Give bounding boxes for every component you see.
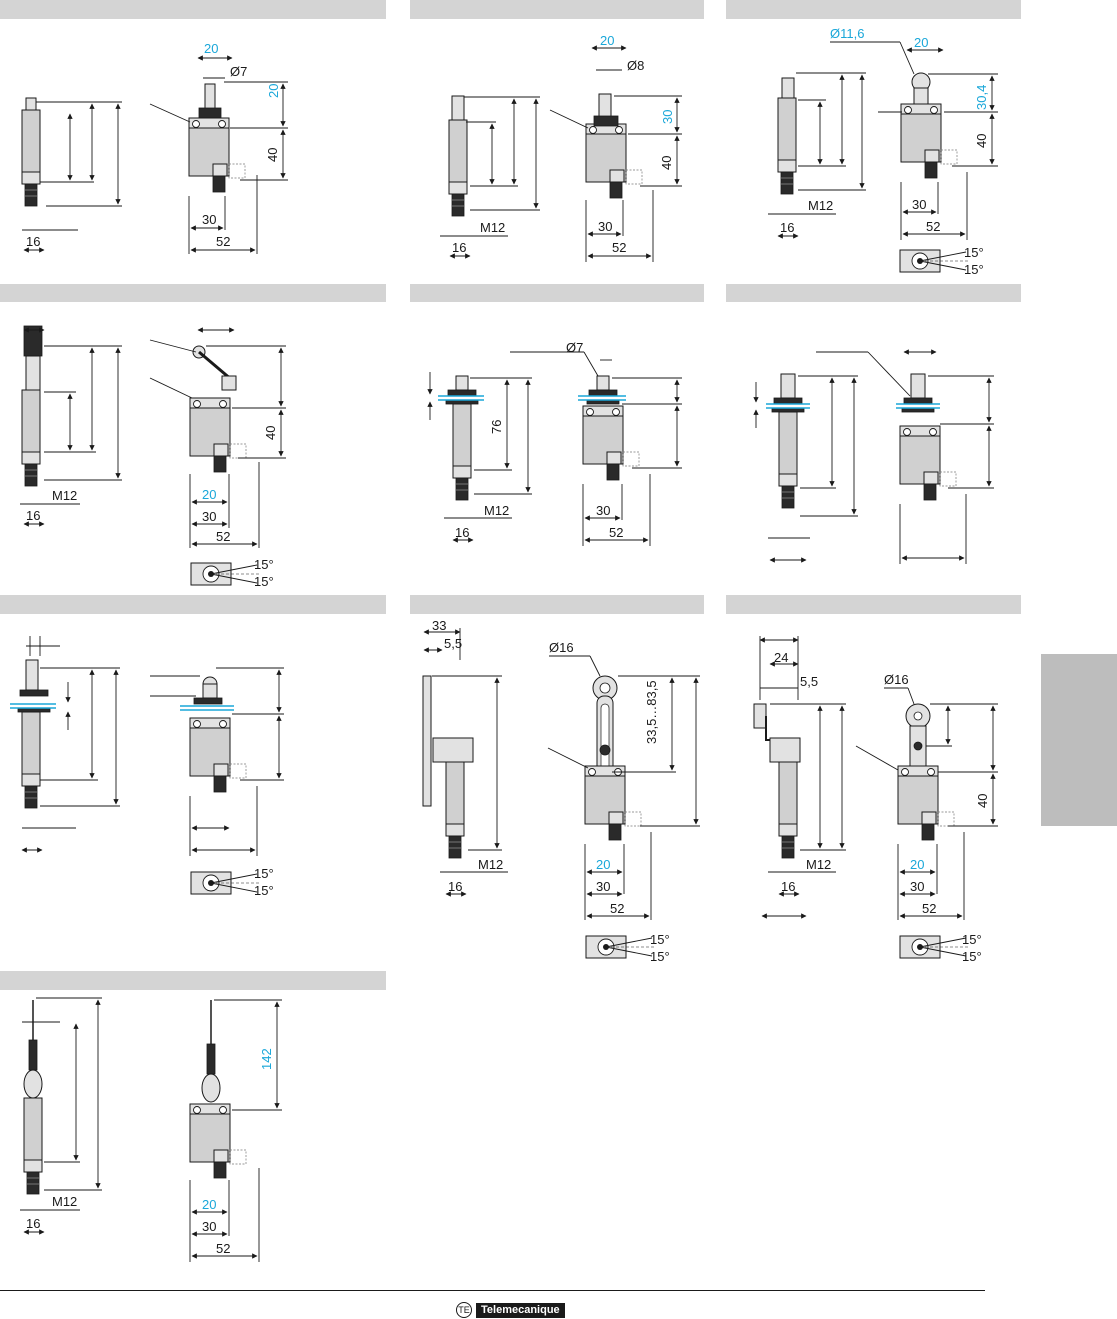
dim-label: 40 <box>659 156 674 170</box>
dim-label: 16 <box>781 879 795 894</box>
dim-label: 30 <box>598 219 612 234</box>
dim-label: 30 <box>660 110 675 124</box>
panel-panel-mount-roller: 15° 15° <box>10 636 284 898</box>
dim-label: 52 <box>612 240 626 255</box>
dim-label: Ø16 <box>884 672 909 687</box>
dim-label: 20 <box>202 487 216 502</box>
dim-label: 52 <box>216 529 230 544</box>
panel-spring-rod: M12 16 142 20 30 52 <box>20 997 282 1262</box>
brand-mark-icon: TE <box>456 1302 472 1318</box>
panel-panel-mount-domed <box>753 349 994 564</box>
dim-label: Ø16 <box>549 640 574 655</box>
dim-label: 16 <box>448 879 462 894</box>
panel-plunger-domed: M12 16 20 Ø8 30 40 30 52 <box>440 33 682 262</box>
dim-label: 52 <box>610 901 624 916</box>
dim-label: 20 <box>600 33 614 48</box>
dim-label: 15° <box>962 949 982 964</box>
dim-label: 15° <box>650 932 670 947</box>
dim-label: Ø7 <box>230 64 247 79</box>
dim-label: 30 <box>912 197 926 212</box>
dim-label: M12 <box>806 857 831 872</box>
dim-label: 15° <box>964 262 984 277</box>
dim-label: 52 <box>609 525 623 540</box>
section-headers <box>0 0 1021 990</box>
brand-name: Telemecanique <box>476 1302 565 1318</box>
dim-label: 30 <box>202 509 216 524</box>
dim-label: M12 <box>808 198 833 213</box>
dim-label: 40 <box>263 426 278 440</box>
dim-label: 52 <box>216 1241 230 1256</box>
dim-label: 52 <box>926 219 940 234</box>
dim-label: 15° <box>254 866 274 881</box>
dim-label: Ø8 <box>627 58 644 73</box>
dim-label: 5,5 <box>800 674 818 689</box>
dim-label: 16 <box>780 220 794 235</box>
dim-label: 16 <box>26 508 40 523</box>
dim-label: 20 <box>914 35 928 50</box>
footer-rule <box>0 1290 985 1291</box>
dim-label: 20 <box>596 857 610 872</box>
dim-label: M12 <box>484 503 509 518</box>
dim-label: 20 <box>202 1197 216 1212</box>
dim-label: 30 <box>596 503 610 518</box>
dim-label: 16 <box>452 240 466 255</box>
dim-label: 40 <box>974 134 989 148</box>
dim-label: 33,5…83,5 <box>644 680 659 744</box>
panel-offset-roller-lever: 24 5,5 M12 16 Ø16 40 20 30 <box>753 636 998 964</box>
panel-roller-lever: M12 16 40 20 30 52 15° 15° <box>20 325 286 589</box>
panel-panel-mount-plunger: 76 M12 16 Ø7 30 52 <box>427 340 682 546</box>
dim-label: M12 <box>52 488 77 503</box>
side-tab <box>1041 654 1117 826</box>
dim-label: M12 <box>478 857 503 872</box>
dim-label: Ø11,6 <box>830 26 864 41</box>
dim-label: 15° <box>254 557 274 572</box>
dim-label: 30,4 <box>974 85 989 110</box>
dim-label: M12 <box>480 220 505 235</box>
dim-label: 142 <box>259 1048 274 1070</box>
dim-label: 5,5 <box>444 636 462 651</box>
dim-label: Ø7 <box>566 340 583 355</box>
dim-label: 30 <box>910 879 924 894</box>
dim-label: 15° <box>962 932 982 947</box>
panel-plunger-standard: 16 20 Ø7 20 40 30 52 <box>21 41 288 254</box>
dim-label: 16 <box>26 234 40 249</box>
dim-label: 52 <box>216 234 230 249</box>
dim-label: 15° <box>964 245 984 260</box>
dim-label: 30 <box>596 879 610 894</box>
dim-label: 20 <box>910 857 924 872</box>
panel-roller-plunger: M12 16 Ø11,6 20 30,4 40 30 52 15° 15° <box>768 26 998 277</box>
dim-label: 15° <box>650 949 670 964</box>
panel-adjustable-roller-lever: 33 5,5 M12 16 Ø16 33,5…83,5 20 30 <box>422 618 700 964</box>
dim-label: 40 <box>265 148 280 162</box>
dim-label: 30 <box>202 212 216 227</box>
dim-label: 76 <box>489 420 504 434</box>
dim-label: 20 <box>204 41 218 56</box>
dim-label: 40 <box>975 794 990 808</box>
dim-label: 16 <box>455 525 469 540</box>
dim-label: M12 <box>52 1194 77 1209</box>
dim-label: 52 <box>922 901 936 916</box>
dim-label: 24 <box>774 650 788 665</box>
dim-label: 16 <box>26 1216 40 1231</box>
dim-label: 30 <box>202 1219 216 1234</box>
dim-label: 15° <box>254 883 274 898</box>
dim-label: 15° <box>254 574 274 589</box>
dim-label: 33 <box>432 618 446 633</box>
dim-label: 20 <box>266 84 281 98</box>
brand-logo: TE Telemecanique <box>456 1302 565 1318</box>
